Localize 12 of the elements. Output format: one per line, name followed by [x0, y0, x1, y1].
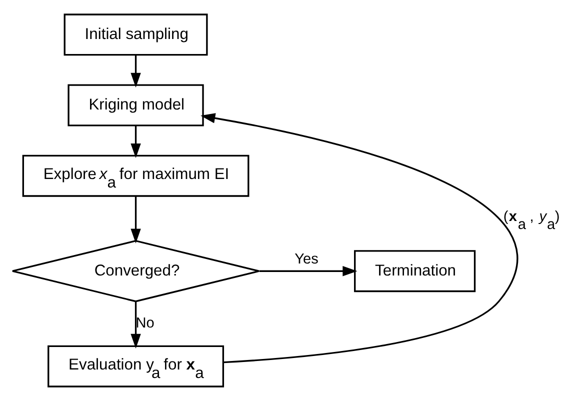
node-box: Kriging model: [68, 84, 204, 126]
edge-label: Yes: [294, 251, 318, 268]
node-box: Initial sampling: [64, 13, 208, 56]
arrow: [259, 266, 358, 276]
edge-label: No: [136, 315, 154, 332]
node-box: Termination: [354, 250, 476, 292]
arrow: [130, 125, 141, 158]
arrow: [200, 112, 518, 363]
arrow: [130, 196, 141, 243]
arrow: [130, 54, 141, 87]
node-diamond: Converged?: [12, 239, 260, 302]
arrow: [130, 301, 141, 348]
